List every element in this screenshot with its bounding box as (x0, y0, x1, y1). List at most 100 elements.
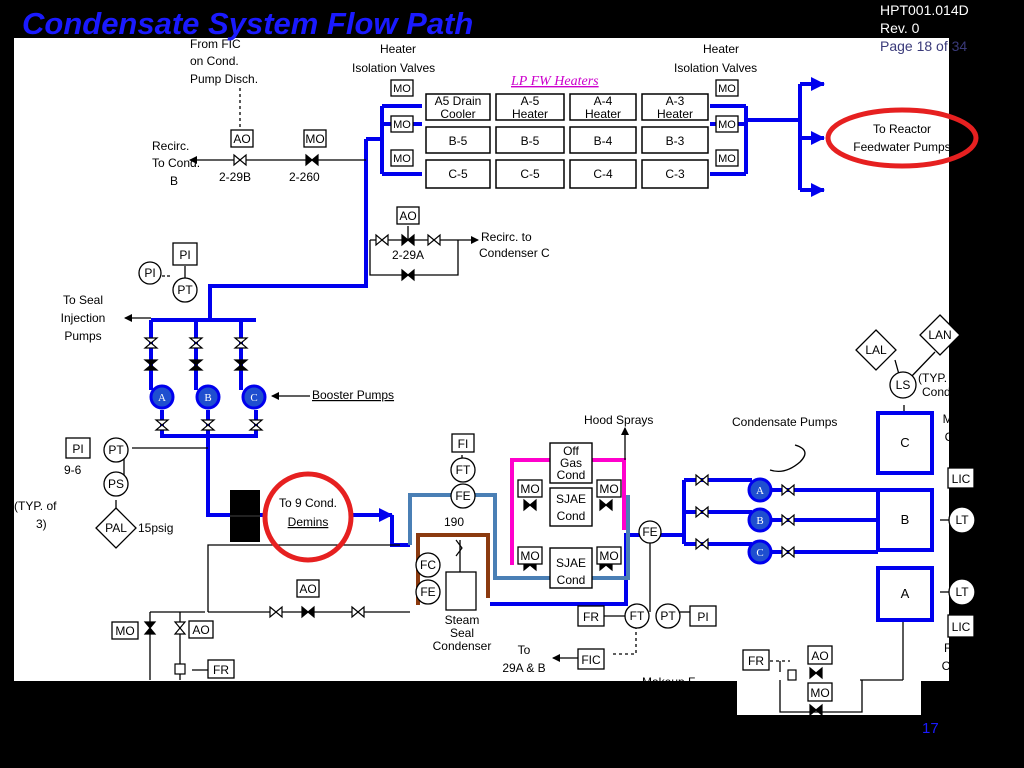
pump-labels: A B C A B C (158, 392, 764, 559)
mo-label: MO (718, 119, 736, 131)
condenser-b: B (901, 512, 910, 527)
air-ejector-equipment (549, 442, 593, 589)
ps-label: PS (108, 477, 124, 491)
lt-label: LT (955, 513, 969, 527)
cond-pump-b: B (756, 515, 763, 527)
sjae-cond-label: Cond (557, 509, 586, 523)
to-seal-label-1: To Seal (63, 293, 103, 307)
pump-disch-label: Pump Disch. (190, 72, 258, 86)
heater-isolation-valves (390, 79, 739, 167)
cond-pump-a: A (756, 485, 764, 497)
on-cond-label: on Cond. (190, 54, 239, 68)
slide-title: Condensate System Flow Path (22, 6, 474, 41)
ls-label: LS (896, 378, 911, 392)
valve-2-29a: 2-29A (392, 248, 424, 262)
mo-label: MO (393, 83, 411, 95)
ao-label: AO (233, 132, 250, 146)
recirc-b-label-3: B (170, 174, 178, 188)
condensate-pumps (747, 477, 773, 565)
instrument-boxes (65, 129, 975, 702)
condensate-pumps-label: Condensate Pumps (732, 415, 837, 429)
to-29ab-label-1: To (518, 643, 531, 657)
mo-label: MO (718, 83, 736, 95)
fe-label: FE (420, 585, 435, 599)
heater-c-0: C-5 (448, 167, 468, 181)
sjae-cond-label: Cond (557, 573, 586, 587)
heater-c-2: C-4 (593, 167, 613, 181)
makeup-truncated-label: Makeup F (642, 675, 695, 689)
condenser-labels: C B A (900, 435, 909, 601)
to-reactor-highlight (825, 107, 979, 169)
mo-label: MO (520, 549, 539, 563)
typ-bc-label-2: Condensers) (922, 385, 991, 399)
heater-a-0-line1: A5 Drain (435, 94, 482, 108)
steam-seal-label-1: Steam (445, 613, 480, 627)
heater-b-0: B-5 (449, 134, 468, 148)
alarm-labels: PAL LAL LAN (105, 328, 952, 535)
mo-label: MO (115, 624, 134, 638)
ao-label: AO (811, 649, 828, 663)
lp-fw-heaters (425, 93, 709, 189)
instrument-circle-labels: PI PT PT PS FT FE FC FE FE FT PT LT LT L… (108, 266, 969, 623)
typ-of-label: (TYP. of (14, 499, 57, 513)
booster-suction-valves (143, 337, 264, 431)
fr-label: FR (583, 610, 599, 624)
typ-bc-label-1: (TYP. of B&C (918, 371, 989, 385)
pt-label: PT (177, 283, 193, 297)
slide-number: 17 (922, 720, 939, 737)
fi-label: FI (458, 437, 469, 451)
lt-label: LT (955, 585, 969, 599)
booster-pumps-label: Booster Pumps (312, 388, 394, 402)
heater-b-2: B-4 (594, 134, 613, 148)
condenser-c: C (900, 435, 909, 450)
psig-label: 15psig (138, 521, 173, 535)
fr-label: FR (213, 663, 229, 677)
condensers (876, 411, 934, 622)
heater-a-1-line1: A-5 (521, 94, 540, 108)
heater-a-3-line1: A-3 (666, 94, 685, 108)
makeup-control-label-1: Makeup (943, 412, 986, 426)
mo-label: MO (718, 153, 736, 165)
off-gas-cond-label: Off (563, 444, 579, 458)
ft-label: FT (456, 463, 471, 477)
la-n-label: LAN (928, 328, 951, 342)
valve-2-29b: 2-29B (219, 170, 251, 184)
sjae-label: SJAE (556, 556, 586, 570)
la-l-label: LAL (865, 343, 887, 357)
instrument-box-labels: AO MO AO PI PI AO MO AO FR FI MO MO MO M… (72, 132, 970, 700)
lic-label: LIC (952, 620, 971, 634)
steam-seal-label-2: Seal (450, 626, 474, 640)
lp-fw-heaters-label: LP FW Heaters (510, 74, 599, 89)
heater-isolation-right-1: Heater (703, 42, 739, 56)
steam-seal-label-3: Condenser (433, 639, 492, 653)
ao-label: AO (192, 623, 209, 637)
makeup-valve-sensor (787, 669, 797, 681)
to-demins-highlight (262, 471, 354, 563)
fic-label: FIC (581, 653, 601, 667)
to-seal-label-3: Pumps (64, 329, 101, 343)
demins-label: Demins (288, 515, 329, 529)
heater-c-1: C-5 (520, 167, 540, 181)
flow-190-label: 190 (444, 515, 464, 529)
mo-label: MO (305, 132, 324, 146)
mo-label: MO (810, 686, 829, 700)
reject-control-label-2: Control (942, 659, 981, 673)
to-9-cond-label: To 9 Cond. (279, 496, 337, 510)
off-gas-cond-label: Gas (560, 456, 582, 470)
pal-label: PAL (105, 521, 127, 535)
doc-header: HPT001.014D Rev. 0 Page 18 of 34 (880, 1, 1020, 55)
fe-label: FE (642, 525, 657, 539)
mo-label: MO (393, 153, 411, 165)
mo-label: MO (599, 482, 618, 496)
doc-revision: Rev. 0 (880, 20, 920, 36)
fr-label: FR (748, 654, 764, 668)
lic-label: LIC (952, 472, 971, 486)
doc-id: HPT001.014D (880, 2, 969, 18)
ao-label: AO (399, 209, 416, 223)
pi-tag-9-6: 9-6 (64, 463, 82, 477)
condenser-a: A (901, 586, 910, 601)
mo-labels-heater: MO MO MO MO MO MO (393, 83, 736, 165)
